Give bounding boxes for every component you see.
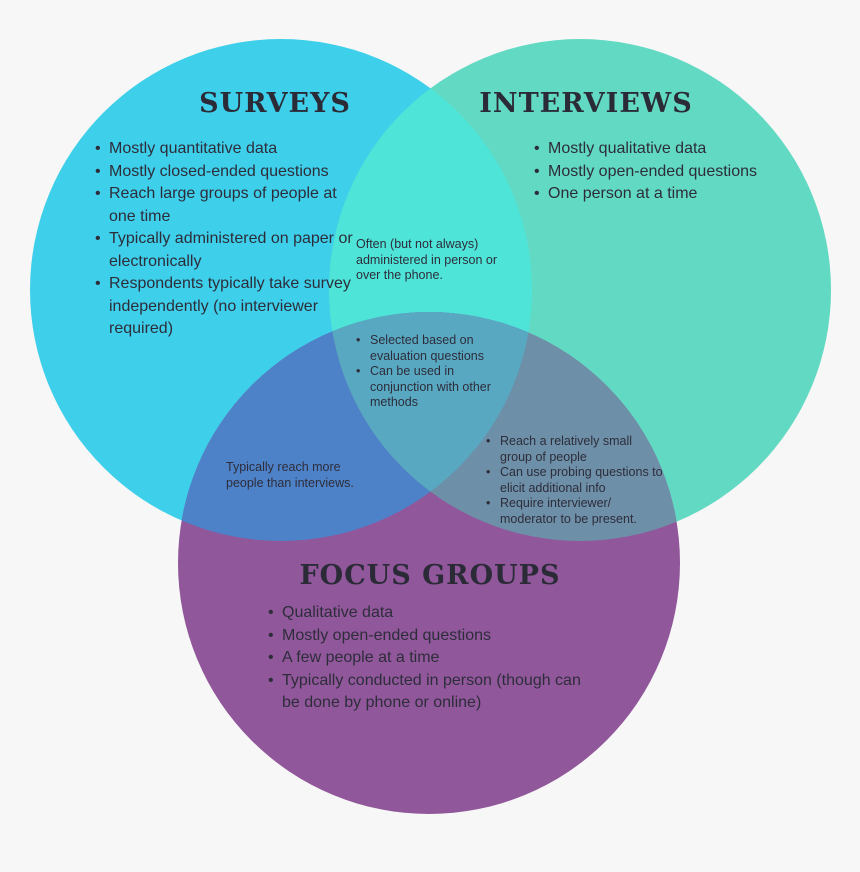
interviews-focus-groups-list: Reach a relatively small group of people… bbox=[486, 434, 666, 527]
all-three-list: Selected based on evaluation questionsCa… bbox=[356, 333, 516, 411]
list-item: Mostly open-ended questions bbox=[534, 161, 794, 184]
list-item: Reach large groups of people at one time bbox=[95, 183, 363, 228]
surveys-title: SURVEYS bbox=[199, 88, 351, 119]
list-item: Selected based on evaluation questions bbox=[356, 333, 516, 364]
list-item: A few people at a time bbox=[268, 647, 598, 670]
list-item: Can be used in conjunction with other me… bbox=[356, 364, 516, 411]
list-item: Qualitative data bbox=[268, 602, 598, 625]
list-item: Typically administered on paper or elect… bbox=[95, 228, 363, 273]
list-item: Mostly quantitative data bbox=[95, 138, 363, 161]
surveys-interviews-note: Often (but not always) administered in p… bbox=[356, 237, 498, 282]
list-item: One person at a time bbox=[534, 183, 794, 206]
focus-groups-list: Qualitative dataMostly open-ended questi… bbox=[268, 602, 598, 715]
list-item: Typically conducted in person (though ca… bbox=[268, 670, 598, 715]
interviews-list: Mostly qualitative dataMostly open-ended… bbox=[534, 138, 794, 206]
surveys-focus-groups-overlap bbox=[178, 312, 532, 541]
list-item: Mostly closed-ended questions bbox=[95, 161, 363, 184]
interviews-title: INTERVIEWS bbox=[479, 88, 693, 119]
list-item: Can use probing questions to elicit addi… bbox=[486, 465, 666, 496]
list-item: Mostly qualitative data bbox=[534, 138, 794, 161]
list-item: Reach a relatively small group of people bbox=[486, 434, 666, 465]
surveys-focus-groups-note: Typically reach more people than intervi… bbox=[226, 460, 354, 490]
list-item: Respondents typically take survey indepe… bbox=[95, 273, 363, 341]
surveys-list: Mostly quantitative dataMostly closed-en… bbox=[95, 138, 363, 341]
focus-groups-title: FOCUS GROUPS bbox=[299, 560, 561, 591]
list-item: Mostly open-ended questions bbox=[268, 625, 598, 648]
list-item: Require interviewer/ moderator to be pre… bbox=[486, 496, 666, 527]
